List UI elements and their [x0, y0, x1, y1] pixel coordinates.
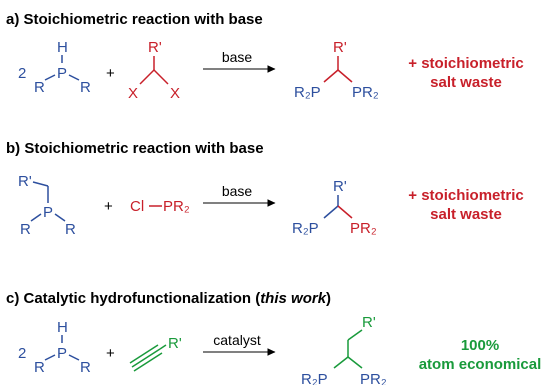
group-R2P: R₂P: [294, 84, 321, 101]
atom-R: R: [65, 221, 76, 238]
alkylphosphine: R' P R R: [18, 173, 76, 238]
note-line1: + stoichiometric: [408, 187, 523, 204]
section-c-title: c) Catalytic hydrofunctionalization (thi…: [6, 290, 331, 307]
reagent-base: base: [222, 49, 253, 65]
note-line2: salt waste: [430, 74, 502, 91]
group-PR2: PR₂: [352, 84, 379, 101]
product-a: R' R₂P PR₂: [294, 39, 379, 101]
atom-Rprime: R': [148, 39, 162, 56]
section-b-title: b) Stoichiometric reaction with base: [6, 140, 264, 157]
secondary-phosphine: H P R R: [34, 39, 91, 96]
group-PR2: PR₂: [360, 371, 387, 385]
section-c: c) Catalytic hydrofunctionalization (thi…: [6, 290, 541, 385]
plus-sign: +: [106, 65, 115, 82]
atom-Rprime: R': [18, 173, 32, 190]
section-b: b) Stoichiometric reaction with base R' …: [6, 140, 524, 238]
coefficient-2: 2: [18, 65, 26, 82]
note-line2: atom economical: [419, 356, 542, 373]
atom-Rprime: R': [362, 314, 376, 331]
section-a-title: a) Stoichiometric reaction with base: [6, 11, 263, 28]
atom-R: R: [34, 359, 45, 376]
section-a: a) Stoichiometric reaction with base 2 H…: [6, 11, 524, 102]
coefficient-2: 2: [18, 345, 26, 362]
product-c: R' R₂P PR₂: [301, 314, 387, 385]
note-line2: salt waste: [430, 206, 502, 223]
atom-Rprime: R': [168, 335, 182, 352]
terminal-alkyne: R': [129, 335, 182, 372]
atom-X: X: [170, 85, 180, 102]
secondary-phosphine: H P R R: [34, 319, 91, 376]
note-line1: 100%: [461, 337, 499, 354]
gem-dihalide: R' X X: [128, 39, 180, 102]
plus-sign: +: [104, 198, 113, 215]
group-R2P: R₂P: [292, 220, 319, 237]
atom-R: R: [80, 359, 91, 376]
atom-R: R: [34, 79, 45, 96]
atom-Rprime: R': [333, 39, 347, 56]
atom-X: X: [128, 85, 138, 102]
atom-P: P: [57, 65, 67, 82]
atom-Cl: Cl: [130, 198, 144, 215]
reagent-catalyst: catalyst: [213, 332, 261, 348]
atom-P: P: [57, 345, 67, 362]
reagent-base: base: [222, 183, 253, 199]
atom-Rprime: R': [333, 178, 347, 195]
group-PR2: PR₂: [350, 220, 377, 237]
atom-P: P: [43, 204, 53, 221]
note-line1: + stoichiometric: [408, 55, 523, 72]
atom-H: H: [57, 319, 68, 336]
group-R2P: R₂P: [301, 371, 328, 385]
product-b: R' R₂P PR₂: [292, 178, 377, 237]
atom-R: R: [20, 221, 31, 238]
group-PR2: PR₂: [163, 198, 190, 215]
atom-H: H: [57, 39, 68, 56]
atom-R: R: [80, 79, 91, 96]
chlorophosphine: Cl PR₂: [130, 198, 190, 215]
plus-sign: +: [106, 345, 115, 362]
